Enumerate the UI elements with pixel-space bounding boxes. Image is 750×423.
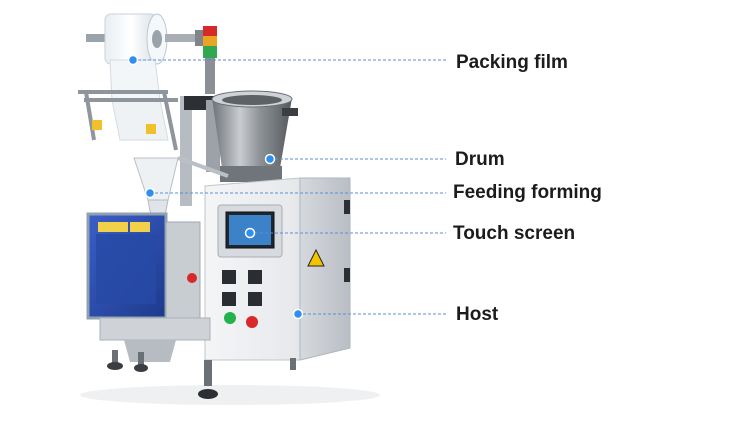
label-host: Host (456, 304, 499, 325)
drum (211, 90, 298, 182)
callout-markers (127, 54, 304, 320)
marker-feeding-forming (144, 187, 156, 199)
machine-base (99, 317, 296, 399)
label-touch-screen: Touch screen (453, 223, 576, 244)
signal-tower (203, 26, 217, 94)
label-packing-film: Packing film (456, 52, 568, 73)
marker-packing-film (127, 54, 139, 66)
film-guide-frame (78, 90, 178, 151)
host-cabinet (204, 177, 351, 361)
label-feeding-forming: Feeding forming (453, 182, 602, 203)
marker-drum (264, 153, 276, 165)
support-column (180, 96, 192, 206)
callout-leaders (133, 59, 446, 315)
forming-guard (86, 212, 201, 323)
marker-host (292, 308, 304, 320)
floor-shadow (80, 385, 380, 405)
marker-touch-screen (244, 227, 256, 239)
label-drum: Drum (455, 149, 505, 170)
